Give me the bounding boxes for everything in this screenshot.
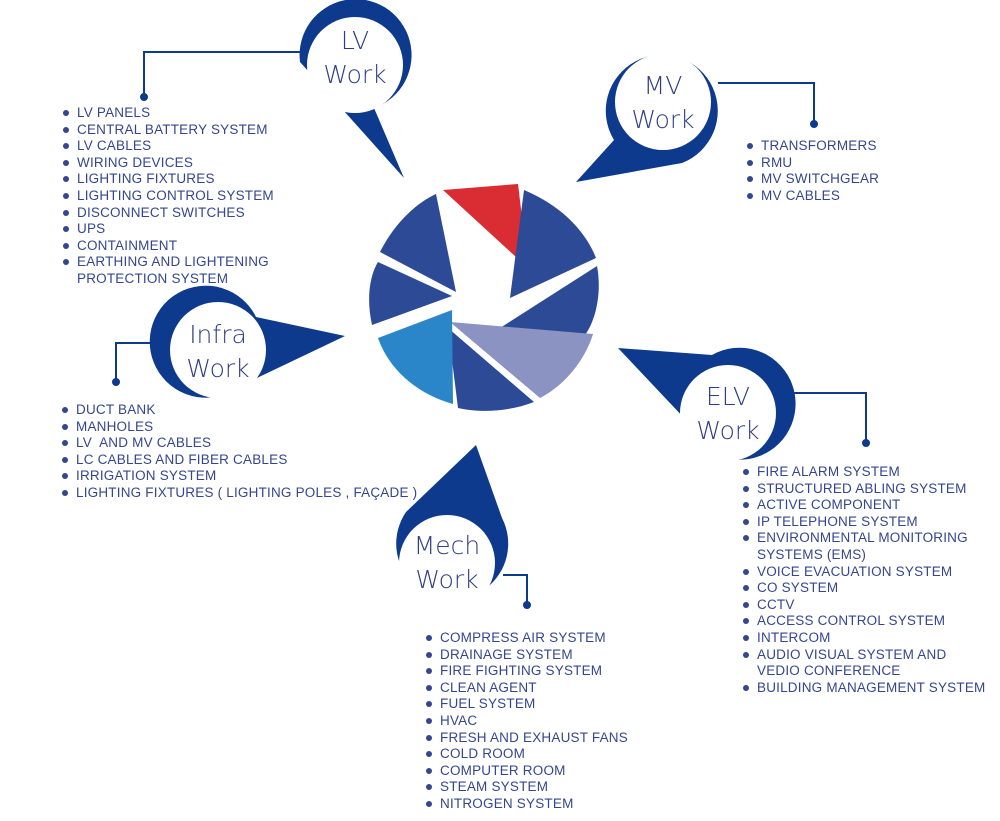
infra-title: Infra Work: [166, 318, 270, 386]
lv-pin: [140, 0, 412, 178]
list-item: IRRIGATION SYSTEM: [62, 468, 417, 485]
lv-title-line1: LV: [340, 26, 370, 55]
lv-items-list: LV PANELS CENTRAL BATTERY SYSTEM LV CABL…: [63, 105, 274, 288]
elv-pin-face: [680, 365, 776, 461]
list-item: FIRE FIGHTING SYSTEM: [426, 663, 628, 680]
mv-title-line2: Work: [631, 105, 695, 134]
infra-connector-line: [115, 342, 162, 380]
aperture-blade-right: [500, 266, 599, 335]
list-item: DUCT BANK: [62, 402, 417, 419]
list-item: AUDIO VISUAL SYSTEM AND VEDIO CONFERENCE: [743, 647, 985, 680]
aperture-blade-upper-left: [380, 194, 456, 292]
list-item: VOICE EVACUATION SYSTEM: [743, 564, 985, 581]
elv-connector-line: [784, 392, 867, 440]
mv-connector-line: [718, 82, 815, 122]
list-item: DRAINAGE SYSTEM: [426, 647, 628, 664]
lv-title: LV Work: [307, 24, 403, 92]
list-item: IP TELEPHONE SYSTEM: [743, 514, 985, 531]
aperture-blade-lavender: [450, 322, 593, 398]
mech-pin: [396, 445, 531, 611]
list-item: LIGHTING FIXTURES: [63, 171, 274, 188]
list-item: ENVIRONMENTAL MONITORING SYSTEMS (EMS): [743, 530, 985, 563]
list-item: LC CABLES AND FIBER CABLES: [62, 452, 417, 469]
aperture-blade-left: [369, 262, 452, 325]
lv-pin-face: [307, 17, 403, 113]
mv-items-list: TRANSFORMERS RMU MV SWITCHGEAR MV CABLES: [747, 138, 879, 204]
list-item: CONTAINMENT: [63, 238, 274, 255]
list-item: ACCESS CONTROL SYSTEM: [743, 613, 985, 630]
list-item: FUEL SYSTEM: [426, 696, 628, 713]
list-item: COLD ROOM: [426, 746, 628, 763]
list-item: FIRE ALARM SYSTEM: [743, 464, 985, 481]
list-item: FRESH AND EXHAUST FANS: [426, 730, 628, 747]
infra-pin: [112, 285, 345, 398]
list-item: HVAC: [426, 713, 628, 730]
list-item: TRANSFORMERS: [747, 138, 879, 155]
mech-title: Mech Work: [395, 529, 499, 597]
list-item: STEAM SYSTEM: [426, 779, 628, 796]
list-item: CENTRAL BATTERY SYSTEM: [63, 122, 274, 139]
list-item: MV CABLES: [747, 188, 879, 205]
elv-items-list: FIRE ALARM SYSTEM STRUCTURED ABLING SYST…: [743, 464, 985, 696]
mech-connector-dot: [523, 601, 531, 609]
list-item: LV CABLES: [63, 138, 274, 155]
list-item: STRUCTURED ABLING SYSTEM: [743, 481, 985, 498]
mv-pin-face: [615, 54, 711, 150]
elv-title-line1: ELV: [705, 382, 751, 411]
list-item: COMPRESS AIR SYSTEM: [426, 630, 628, 647]
aperture-blade-lower: [448, 328, 534, 411]
infra-pin-face: [170, 302, 266, 398]
elv-title: ELV Work: [676, 380, 780, 448]
infra-title-line2: Work: [186, 354, 250, 383]
lv-connector-line: [143, 51, 300, 96]
elv-title-line2: Work: [696, 416, 760, 445]
list-item: ACTIVE COMPONENT: [743, 497, 985, 514]
list-item: RMU: [747, 155, 879, 172]
aperture-blade-red: [443, 184, 528, 268]
mv-pin: [576, 54, 818, 182]
list-item: UPS: [63, 221, 274, 238]
aperture-blade-upper-right: [510, 190, 596, 298]
mv-title-line1: MV: [643, 71, 683, 100]
infra-title-line1: Infra: [189, 320, 247, 349]
list-item: MV SWITCHGEAR: [747, 171, 879, 188]
list-item: LV PANELS: [63, 105, 274, 122]
mech-title-line2: Work: [415, 565, 479, 594]
list-item: DISCONNECT SWITCHES: [63, 205, 274, 222]
lv-connector-dot: [140, 93, 148, 101]
list-item: INTERCOM: [743, 630, 985, 647]
list-item: WIRING DEVICES: [63, 155, 274, 172]
mv-connector-dot: [810, 120, 818, 128]
list-item: CO SYSTEM: [743, 580, 985, 597]
aperture-blade-sky: [378, 310, 453, 404]
infra-connector-dot: [112, 378, 120, 386]
elv-connector-dot: [862, 439, 870, 447]
list-item: CCTV: [743, 597, 985, 614]
list-item: NITROGEN SYSTEM: [426, 796, 628, 813]
mech-connector-line: [503, 574, 528, 603]
list-item: LIGHTING CONTROL SYSTEM: [63, 188, 274, 205]
aperture-logo: [369, 182, 599, 411]
elv-pin: [618, 347, 870, 461]
list-item: CLEAN AGENT: [426, 680, 628, 697]
list-item: COMPUTER ROOM: [426, 763, 628, 780]
lv-title-line2: Work: [323, 60, 387, 89]
infra-items-list: DUCT BANK MANHOLES LV AND MV CABLES LC C…: [62, 402, 417, 502]
list-item: LV AND MV CABLES: [62, 435, 417, 452]
list-item: EARTHING AND LIGHTENING PROTECTION SYSTE…: [63, 254, 274, 287]
mech-items-list: COMPRESS AIR SYSTEM DRAINAGE SYSTEM FIRE…: [426, 630, 628, 813]
mech-pin-face: [399, 515, 495, 611]
mv-title: MV Work: [615, 69, 711, 137]
mech-title-line1: Mech: [413, 531, 481, 560]
list-item: LIGHTING FIXTURES ( LIGHTING POLES , FAÇ…: [62, 485, 417, 502]
list-item: BUILDING MANAGEMENT SYSTEM: [743, 680, 985, 697]
list-item: MANHOLES: [62, 419, 417, 436]
